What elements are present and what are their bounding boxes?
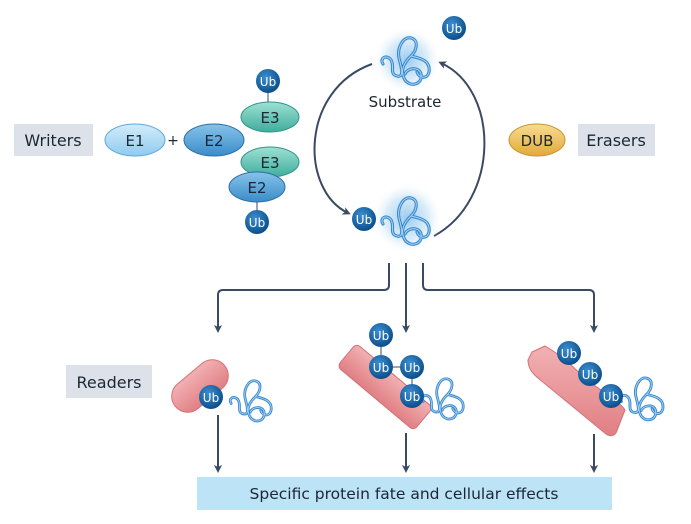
- substrate-label: Substrate: [369, 93, 442, 111]
- reader-monoubiquitin: Ub: [171, 359, 273, 473]
- ubiquitin-icon: [557, 341, 581, 365]
- reader-protein: [338, 344, 432, 430]
- svg-text:E2: E2: [247, 179, 266, 197]
- ubiquitin-icon: [369, 323, 393, 347]
- ubiquitin-icon: [256, 69, 280, 93]
- reader-linear-chain: Ub Ub Ub: [527, 341, 665, 473]
- writers-label: Writers: [14, 124, 93, 156]
- reader-protein: [171, 359, 229, 413]
- ubiquitin-icon: [400, 384, 424, 408]
- e2-enzyme: E2: [183, 123, 245, 157]
- svg-text:Ub: Ub: [603, 390, 619, 404]
- readers-text: Readers: [77, 373, 142, 392]
- svg-text:E2: E2: [204, 132, 223, 150]
- svg-text:Ub: Ub: [203, 391, 219, 405]
- outcome-box: Specific protein fate and cellular effec…: [197, 477, 612, 510]
- svg-text:Ub: Ub: [260, 75, 276, 89]
- substrate-coil-icon: [228, 379, 273, 423]
- ubiquitin-icon: [599, 384, 623, 408]
- e1-enzyme: E1: [104, 123, 166, 157]
- svg-text:Ub: Ub: [404, 390, 420, 404]
- e3-enzyme: [240, 101, 300, 133]
- ubiquitin-icon: [352, 207, 376, 231]
- svg-text:DUB: DUB: [521, 132, 554, 150]
- svg-text:E3: E3: [260, 154, 279, 172]
- ubiquitin-icon: [369, 355, 393, 379]
- svg-text:Ub: Ub: [373, 329, 389, 343]
- svg-text:E3: E3: [260, 109, 279, 127]
- ubiquitinated-substrate: Ub: [352, 182, 443, 254]
- deubiquitination-arrow: [433, 61, 486, 237]
- dub-enzyme: DUB: [508, 123, 566, 157]
- free-ubiquitin: Ub: [442, 16, 466, 40]
- svg-text:Ub: Ub: [404, 361, 420, 375]
- svg-text:Ub: Ub: [582, 368, 598, 382]
- ubiquitin-icon: [400, 355, 424, 379]
- writers-text: Writers: [24, 131, 81, 150]
- ubiquitin-icon: [199, 385, 223, 409]
- svg-text:Ub: Ub: [356, 213, 372, 227]
- e3-ub-complex-top: E3 Ub: [240, 69, 300, 133]
- branch-arrow-right: [422, 263, 598, 333]
- ubiquitination-arrow: [313, 63, 373, 215]
- substrate-protein: Substrate: [369, 26, 442, 111]
- svg-text:Ub: Ub: [446, 22, 462, 36]
- erasers-label: Erasers: [578, 124, 655, 156]
- ubiquitin-icon: [442, 16, 466, 40]
- substrate-coil-icon: [618, 376, 665, 422]
- ubiquitin-icon: [245, 210, 269, 234]
- svg-text:Ub: Ub: [561, 347, 577, 361]
- branch-arrow-left: [214, 263, 390, 333]
- outcome-text: Specific protein fate and cellular effec…: [250, 485, 559, 503]
- svg-text:Ub: Ub: [249, 216, 265, 230]
- erasers-text: Erasers: [586, 131, 646, 150]
- plus-sign: +: [167, 133, 179, 149]
- reader-branched-chain: Ub Ub Ub Ub: [338, 323, 465, 473]
- svg-text:Ub: Ub: [373, 361, 389, 375]
- readers-label: Readers: [66, 365, 152, 398]
- svg-text:E1: E1: [125, 132, 144, 150]
- ubiquitin-icon: [578, 362, 602, 386]
- e3-e2-ub-complex: E3 E2 Ub: [228, 146, 300, 234]
